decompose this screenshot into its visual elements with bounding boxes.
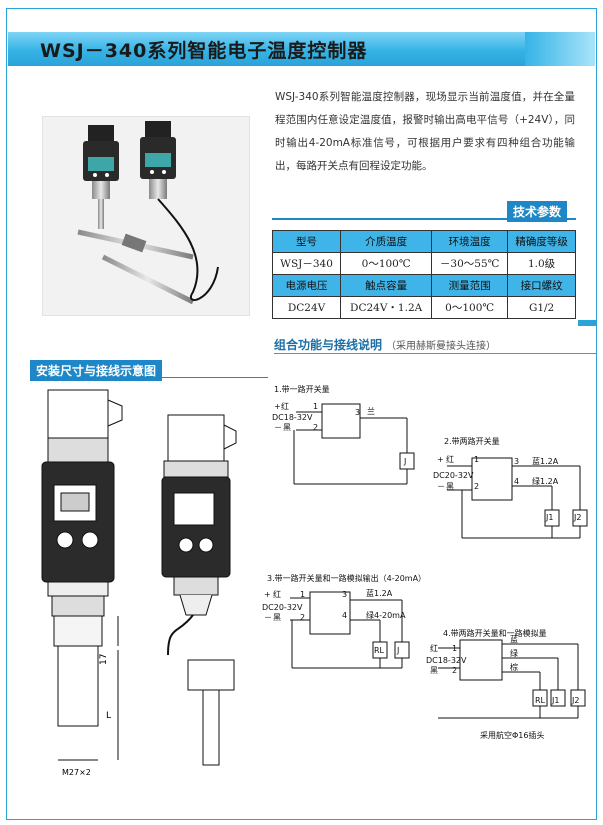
d4-r1: J1 (552, 696, 560, 705)
dim-length: L (106, 711, 111, 721)
combo-title: 组合功能与接线说明 (274, 338, 383, 352)
d1-black: 黑 (283, 423, 291, 432)
spec-row-values-2: DC24V DC24V・1.2A 0～100℃ G1/2 (271, 296, 576, 319)
d2-o2: 绿1.2A (532, 477, 559, 486)
spec-cell: 介质温度 (340, 230, 433, 253)
d1-voltage: DC18-32V (272, 413, 313, 422)
wiring-diagrams (290, 403, 588, 719)
spec-cell: 精确度等级 (507, 230, 576, 253)
product-description: WSJ-340系列智能温度控制器，现场显示当前温度值，并在全量程范围内任意设定温… (275, 91, 575, 172)
d4-title: 4.带两路开关量和一路模拟量 (443, 629, 547, 638)
d3-voltage: DC20-32V (262, 603, 303, 612)
d2-r2: J2 (574, 513, 582, 522)
combo-subtitle: （采用赫斯曼接头连接） (386, 341, 497, 352)
d4-rl: RL (535, 696, 546, 705)
tech-rule (272, 218, 576, 220)
d2-plus: + (437, 455, 444, 464)
d1-out-no: 3 (355, 408, 361, 417)
d4-c3: 棕 (510, 663, 518, 672)
d4-c2: 绿 (510, 649, 518, 658)
d3-wire2: 2 (300, 613, 306, 622)
spec-cell: 电源电压 (271, 274, 342, 297)
d2-o1: 蓝1.2A (532, 457, 559, 466)
d2-voltage: DC20-32V (433, 471, 474, 480)
d1-red: 红 (281, 402, 289, 411)
install-heading: 安装尺寸与接线示意图 (30, 360, 163, 381)
spec-table: 型号 介质温度 环境温度 精确度等级 WSJ－340 0～100℃ －30～55… (271, 230, 576, 319)
install-rule (30, 377, 268, 378)
combo-rule (274, 353, 597, 354)
spec-cell: 0～100℃ (431, 296, 509, 319)
d3-wire1: 1 (300, 590, 306, 599)
spec-cell: 测量范围 (431, 274, 509, 297)
d4-red: 红 (430, 644, 438, 653)
spec-cell: 型号 (271, 230, 342, 253)
spec-row-header-1: 型号 介质温度 环境温度 精确度等级 (271, 230, 576, 253)
d2-wire1: 1 (474, 455, 480, 464)
d1-wire2: 2 (313, 423, 319, 432)
d4-voltage: DC18-32V (426, 656, 467, 665)
d4-c1: 蓝 (510, 635, 518, 644)
d3-o1: 蓝1.2A (366, 589, 393, 598)
d1-plus: + (274, 402, 281, 411)
spec-cell: 环境温度 (431, 230, 509, 253)
d4-r2: J2 (572, 696, 580, 705)
page-frame (6, 8, 597, 820)
spec-cell: －30～55℃ (431, 252, 509, 275)
d1-relay: J (404, 457, 407, 466)
d2-title: 2.带两路开关量 (444, 437, 500, 446)
installation-drawing: 17 L M27×2 (41, 389, 237, 777)
d4-wire1: 1 (452, 644, 458, 653)
d2-o1-no: 3 (514, 457, 520, 466)
d2-o2-no: 4 (514, 477, 520, 486)
spec-cell: WSJ－340 (271, 252, 342, 275)
d3-minus: － (264, 613, 272, 622)
spec-cell: 0～100℃ (340, 252, 433, 275)
spec-row-values-1: WSJ－340 0～100℃ －30～55℃ 1.0级 (271, 252, 576, 275)
d1-title: 1.带一路开关量 (274, 385, 330, 394)
edge-strip (578, 320, 597, 326)
d3-o1-no: 3 (342, 590, 348, 599)
d1-module (321, 403, 361, 439)
spec-cell: G1/2 (507, 296, 576, 319)
spec-cell: 触点容量 (340, 274, 433, 297)
d3-title: 3.带一路开关量和一路模拟输出（4-20mA） (267, 574, 427, 583)
spec-cell: 接口螺纹 (507, 274, 576, 297)
d3-relay: J (397, 646, 400, 655)
d1-wire1: 1 (313, 402, 319, 411)
d2-minus: － (437, 482, 445, 491)
spec-cell: DC24V (271, 296, 342, 319)
spec-row-header-2: 电源电压 触点容量 测量范围 接口螺纹 (271, 274, 576, 297)
d2-black: 黑 (446, 482, 454, 491)
combo-heading: 组合功能与接线说明（采用赫斯曼接头连接） (274, 336, 496, 353)
d4-note: 采用航空Φ16插头 (480, 731, 545, 740)
d2-r1: J1 (546, 513, 554, 522)
tech-params-heading: 技术参数 (507, 201, 568, 222)
d2-red: 红 (446, 455, 454, 464)
spec-cell: 1.0级 (507, 252, 576, 275)
d1-out-color: 兰 (367, 407, 375, 416)
d3-red: 红 (273, 590, 281, 599)
d1-minus: － (274, 423, 282, 432)
banner-cap (525, 32, 595, 66)
d3-rl: RL (374, 646, 385, 655)
dim-height: 17 (99, 654, 109, 665)
d3-black: 黑 (273, 613, 281, 622)
d3-plus: + (264, 590, 271, 599)
spec-cell: DC24V・1.2A (340, 296, 433, 319)
d4-black: 黑 (430, 666, 438, 675)
d2-wire2: 2 (474, 482, 480, 491)
page-title: WSJ－340系列智能电子温度控制器 (40, 40, 368, 62)
d4-wire2: 2 (452, 666, 458, 675)
product-photo (42, 116, 250, 316)
d3-o2: 绿4-20mA (366, 611, 406, 620)
title-banner: WSJ－340系列智能电子温度控制器 (8, 32, 595, 66)
dim-thread: M27×2 (62, 768, 91, 777)
d3-o2-no: 4 (342, 611, 348, 620)
